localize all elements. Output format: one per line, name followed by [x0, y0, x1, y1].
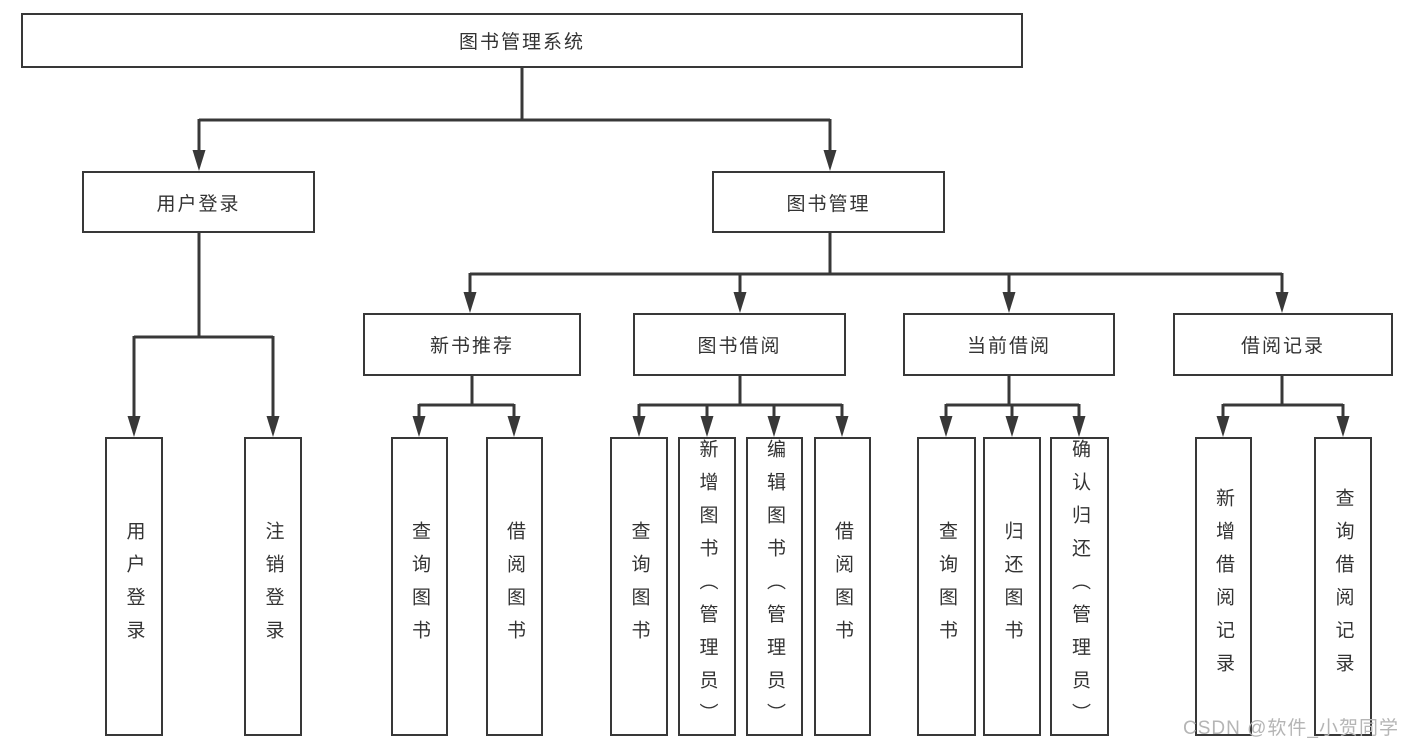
leaf-edit-books-admin: 编辑图书（管理员）	[746, 437, 803, 736]
leaf-borrow-query-books-label: 查询图书	[628, 520, 650, 653]
node-book-management: 图书管理	[712, 171, 945, 233]
node-new-book-recommend: 新书推荐	[363, 313, 581, 376]
leaf-query-borrow-record: 查询借阅记录	[1314, 437, 1372, 736]
node-user-login-label: 用户登录	[156, 193, 241, 215]
node-new-book-recommend-label: 新书推荐	[429, 336, 514, 357]
leaf-borrow-query-books: 查询图书	[610, 437, 668, 736]
leaf-return-books-label: 归还图书	[1001, 520, 1023, 653]
leaf-recommend-borrow-books-label: 借阅图书	[504, 520, 525, 653]
leaf-add-books-admin-label: 新增图书（管理员）	[696, 439, 718, 736]
leaf-add-borrow-record-label: 新增借阅记录	[1213, 487, 1234, 686]
node-user-login: 用户登录	[82, 171, 315, 233]
node-borrow-record: 借阅记录	[1173, 313, 1393, 376]
node-book-management-label: 图书管理	[786, 193, 871, 215]
leaf-user-login: 用户登录	[105, 437, 163, 736]
leaf-borrow-books-label: 借阅图书	[832, 520, 853, 653]
node-library-system: 图书管理系统	[21, 13, 1023, 68]
leaf-recommend-borrow-books: 借阅图书	[486, 437, 543, 736]
leaf-query-borrow-record-label: 查询借阅记录	[1332, 487, 1354, 686]
node-current-borrow-label: 当前借阅	[966, 336, 1051, 357]
leaf-logout-label: 注销登录	[262, 520, 284, 653]
leaf-add-borrow-record: 新增借阅记录	[1195, 437, 1252, 736]
leaf-user-login-label: 用户登录	[123, 520, 145, 653]
node-library-system-label: 图书管理系统	[458, 32, 585, 53]
node-borrow-record-label: 借阅记录	[1240, 336, 1325, 357]
csdn-watermark: CSDN @软件_小贺同学	[1183, 718, 1399, 739]
leaf-recommend-query-books-label: 查询图书	[409, 520, 430, 653]
leaf-recommend-query-books: 查询图书	[391, 437, 448, 736]
leaf-current-query-books-label: 查询图书	[936, 520, 957, 653]
leaf-confirm-return-admin-label: 确认归还（管理员）	[1069, 439, 1090, 736]
node-current-borrow: 当前借阅	[903, 313, 1115, 376]
node-book-borrow: 图书借阅	[633, 313, 846, 376]
leaf-current-query-books: 查询图书	[917, 437, 976, 736]
leaf-borrow-books: 借阅图书	[814, 437, 871, 736]
node-book-borrow-label: 图书借阅	[697, 336, 782, 357]
leaf-logout: 注销登录	[244, 437, 302, 736]
leaf-return-books: 归还图书	[983, 437, 1041, 736]
leaf-confirm-return-admin: 确认归还（管理员）	[1050, 437, 1109, 736]
leaf-edit-books-admin-label: 编辑图书（管理员）	[764, 439, 785, 736]
leaf-add-books-admin: 新增图书（管理员）	[678, 437, 736, 736]
